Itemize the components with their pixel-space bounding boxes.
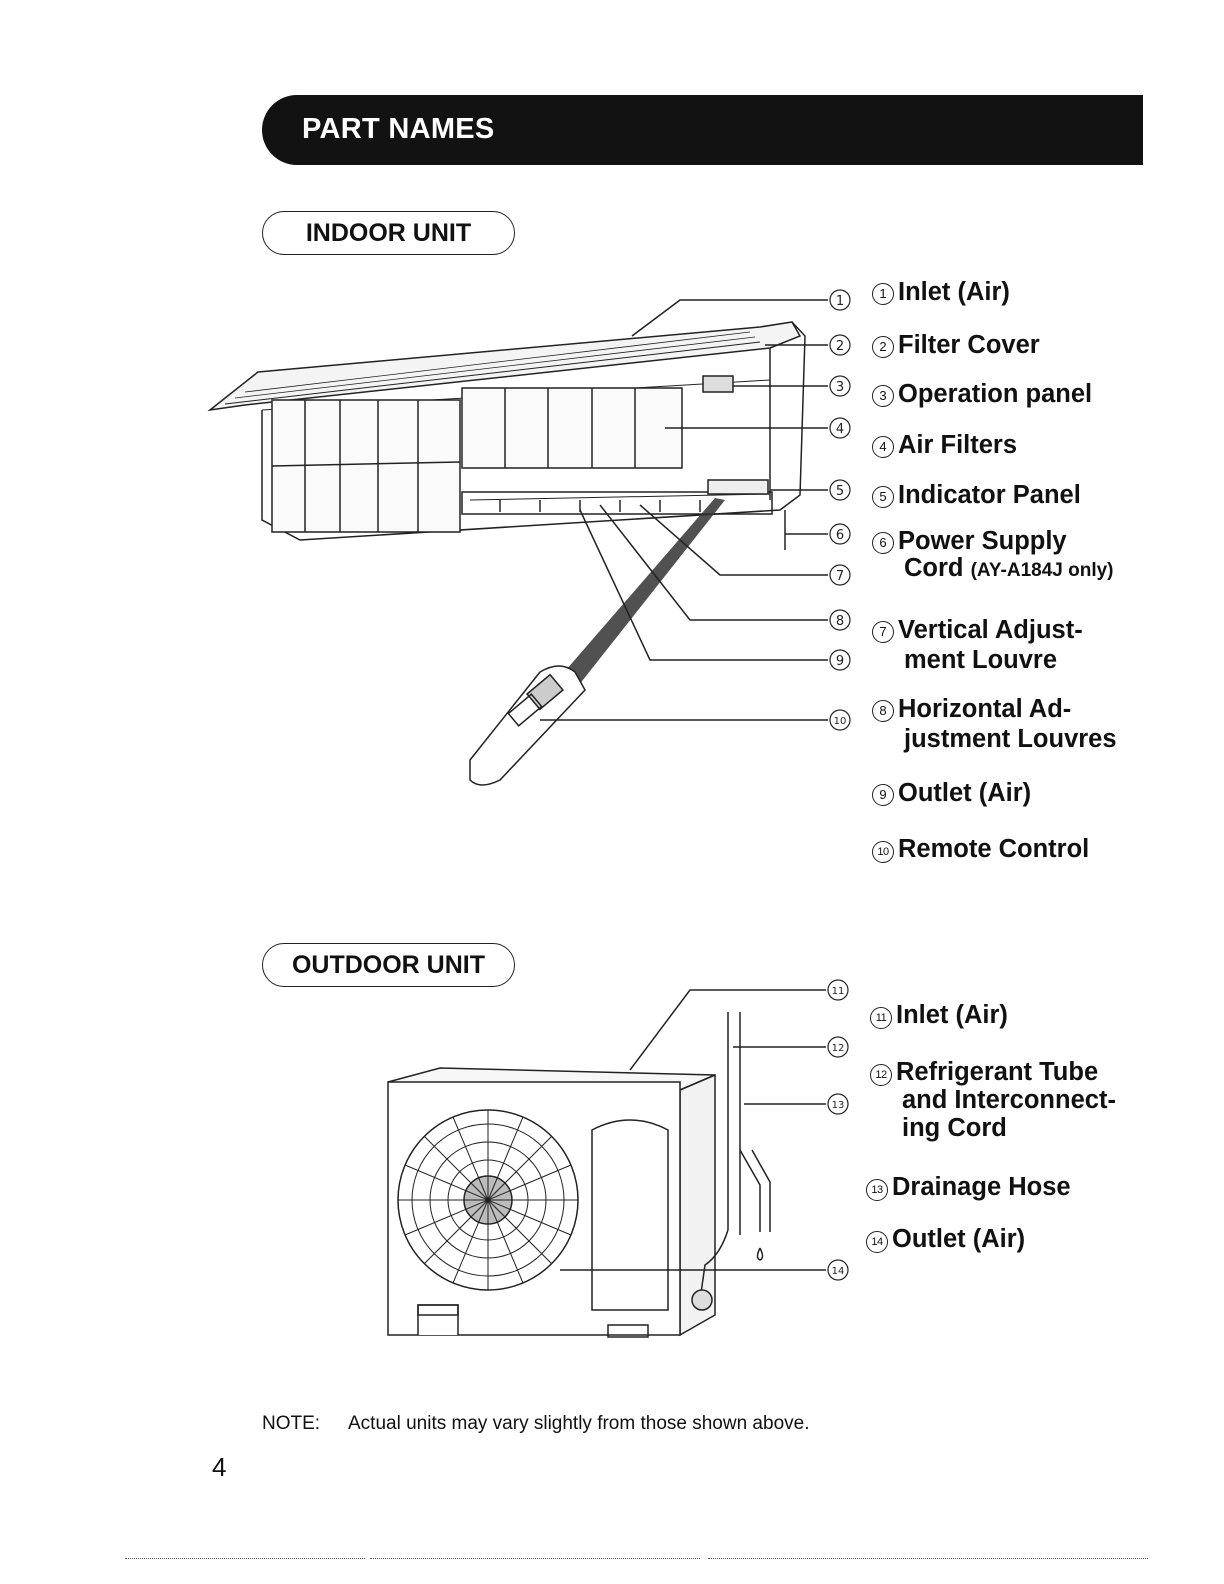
svg-text:3: 3 [836,380,844,395]
svg-text:8: 8 [836,614,844,629]
svg-text:14: 14 [832,1266,845,1277]
svg-text:5: 5 [836,484,844,499]
note-text: Actual units may vary slightly from thos… [348,1413,810,1434]
footer-rule-middle [370,1558,700,1559]
svg-text:10: 10 [834,716,847,727]
model-note: (AY-A184J only) [970,560,1114,581]
note-label: NOTE: [262,1413,321,1434]
svg-text:9: 9 [836,654,844,669]
page-title: PART NAMES [302,113,495,145]
indoor-unit-heading: INDOOR UNIT [262,211,515,255]
outdoor-unit-illustration [387,989,826,1338]
section-banner: PART NAMES [262,95,1143,165]
footer-rule-left [125,1558,365,1559]
svg-text:6: 6 [836,528,844,543]
outdoor-unit-heading: OUTDOOR UNIT [262,943,515,987]
page-number: 4 [212,1452,227,1482]
indoor-unit-heading-text: INDOOR UNIT [305,218,472,247]
svg-text:12: 12 [832,1043,845,1054]
footer-rule-right [708,1558,1148,1559]
svg-text:11: 11 [832,986,845,997]
outdoor-unit-heading-text: OUTDOOR UNIT [291,950,486,979]
svg-text:4: 4 [836,422,844,437]
svg-text:7: 7 [836,569,844,584]
svg-text:13: 13 [832,1100,845,1111]
indoor-unit-illustration [207,299,828,786]
svg-text:1: 1 [836,294,844,309]
svg-text:2: 2 [836,339,844,354]
footnote: NOTE: Actual units may vary slightly from… [262,1413,809,1435]
